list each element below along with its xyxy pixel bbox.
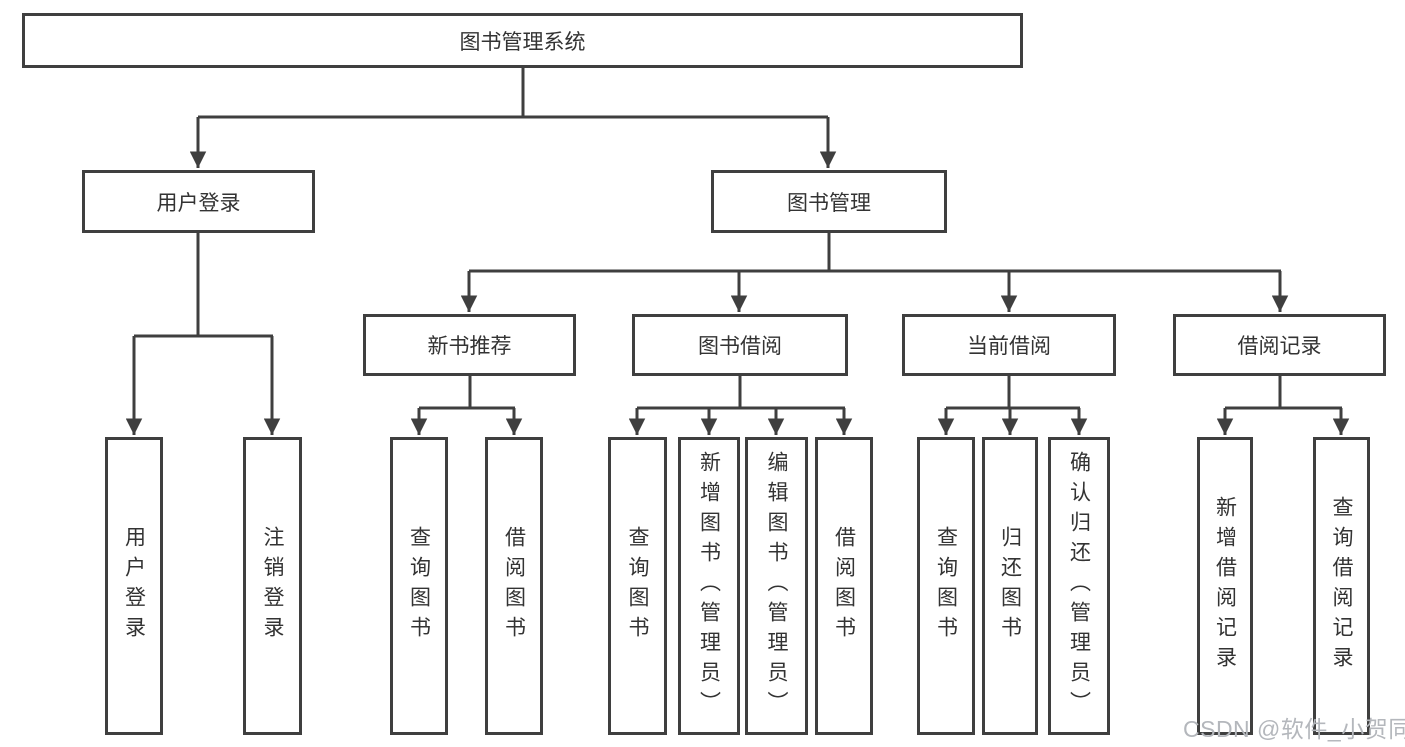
leaf-add-books-admin: 新增图书（管理员） (678, 437, 740, 735)
node-library-management-system: 图书管理系统 (22, 13, 1023, 68)
leaf-confirm-return-admin: 确认归还（管理员） (1048, 437, 1110, 735)
leaf-add-borrow-record: 新增借阅记录 (1197, 437, 1253, 735)
leaf-query-books-recommend: 查询图书 (390, 437, 448, 735)
node-new-book-recommendation: 新书推荐 (363, 314, 576, 376)
csdn-watermark: CSDN @软件_小贺同学 (1183, 716, 1405, 742)
leaf-return-books: 归还图书 (982, 437, 1038, 735)
leaf-borrow-books: 借阅图书 (815, 437, 873, 735)
leaf-query-books-current: 查询图书 (917, 437, 975, 735)
node-borrowing-records: 借阅记录 (1173, 314, 1386, 376)
leaf-user-login: 用户登录 (105, 437, 163, 735)
leaf-query-books-borrowing: 查询图书 (608, 437, 667, 735)
leaf-query-borrow-record: 查询借阅记录 (1313, 437, 1370, 735)
node-book-management: 图书管理 (711, 170, 947, 233)
leaf-borrow-books-recommend: 借阅图书 (485, 437, 543, 735)
connector-segments (125, 68, 1350, 435)
leaf-edit-books-admin: 编辑图书（管理员） (745, 437, 808, 735)
node-current-borrowing: 当前借阅 (902, 314, 1116, 376)
leaf-logout: 注销登录 (243, 437, 302, 735)
node-user-login: 用户登录 (82, 170, 315, 233)
node-book-borrowing: 图书借阅 (632, 314, 848, 376)
